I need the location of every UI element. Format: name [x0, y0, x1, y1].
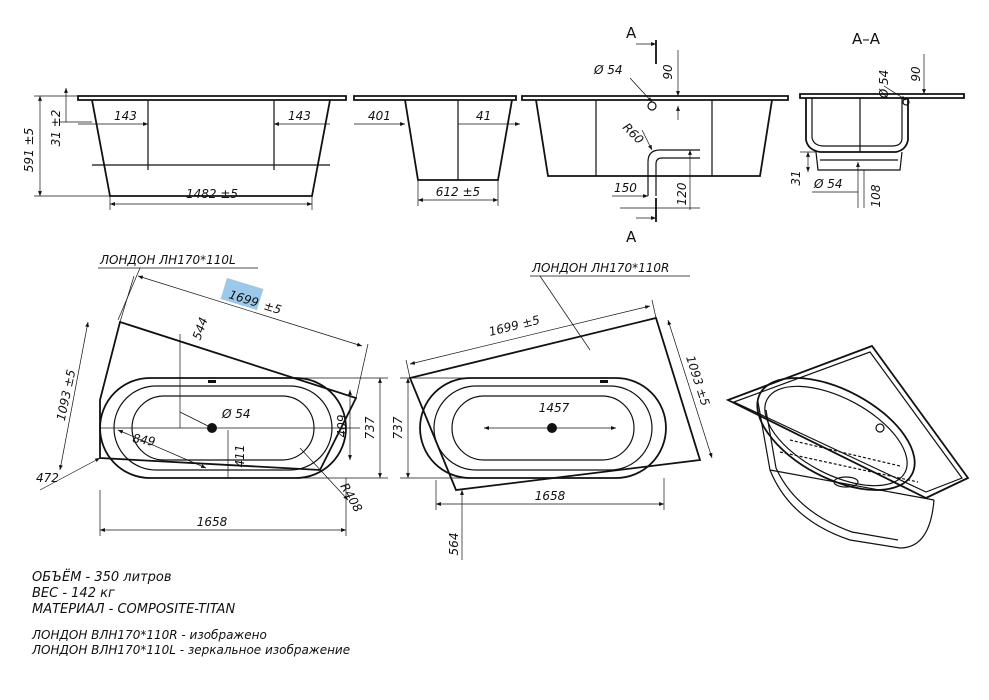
back-view: A A Ø 54 90 R60 150 120 [521, 24, 789, 246]
front-view: 591 ±5 31 ±2 143 143 1482 ±5 [22, 88, 347, 210]
plan-left-model: ЛОНДОН ЛН170*110L [99, 253, 236, 267]
note-volume: ОБЪЁМ - 350 литров [32, 570, 172, 585]
highlight-box [220, 277, 264, 311]
isometric-view [725, 344, 970, 549]
front-right-offset: 143 [288, 109, 311, 123]
plan-right: ЛОНДОН ЛН170*110R 1699 ±5 1093 ±5 1457 7… [391, 261, 713, 560]
plan-left-diag-tol: ±5 [262, 298, 283, 317]
section-foot: 31 [789, 170, 803, 185]
section-aa-view: A–A Ø 54 90 31 Ø 54 108 [789, 30, 965, 208]
plan-left-inner-width: 409 [335, 415, 349, 438]
plan-right-diag-length: 1699 ±5 [487, 313, 541, 339]
front-rim-height: 31 ±2 [49, 110, 63, 147]
notes-block: ОБЪЁМ - 350 литров ВЕС - 142 кг МАТЕРИАЛ… [32, 570, 452, 658]
plan-right-model: ЛОНДОН ЛН170*110R [531, 261, 669, 275]
note-model-right: ЛОНДОН ВЛН170*110R - изображено [32, 628, 267, 642]
note-weight: ВЕС - 142 кг [32, 586, 115, 601]
back-overflow-height: 120 [675, 182, 689, 205]
plan-left-inner-dim: 544 [190, 315, 211, 341]
section-mark-bottom: A [626, 228, 637, 246]
plan-left-corner: 472 [36, 471, 59, 485]
side-view: 401 41 612 ±5 [353, 95, 520, 206]
plan-left-width: 1093 ±5 [54, 368, 79, 422]
side-right-offset: 41 [476, 109, 491, 123]
plan-left: ЛОНДОН ЛН170*110L 1699 ±5 1093 ±5 544 Ø … [36, 253, 388, 536]
side-left-offset: 401 [368, 109, 391, 123]
note-model-left: ЛОНДОН ВЛН170*110L - зеркальное изображе… [32, 643, 351, 657]
note-material: МАТЕРИАЛ - COMPOSITE-TITAN [32, 602, 236, 617]
front-bottom-length: 1482 ±5 [186, 187, 238, 201]
back-radius: R60 [620, 120, 647, 147]
plan-left-drain: Ø 54 [221, 407, 251, 421]
plan-left-total-width: 737 [363, 416, 377, 439]
notes-gap [32, 618, 452, 628]
plan-left-radius: R408 [337, 481, 365, 515]
section-bottom-height: 108 [869, 184, 883, 207]
side-bottom-width: 612 ±5 [436, 185, 480, 199]
section-mark-top: A [626, 24, 637, 42]
plan-left-drain-x: 849 [131, 431, 156, 449]
section-top-diameter: Ø 54 [877, 70, 891, 100]
front-total-height: 591 ±5 [22, 128, 36, 172]
plan-right-length: 1658 [535, 489, 566, 503]
section-bottom-diameter: Ø 54 [813, 177, 843, 191]
plan-left-bottom-small: 411 [233, 445, 247, 468]
plan-right-offset: 564 [447, 533, 461, 556]
plan-right-inner-length: 1457 [539, 401, 570, 415]
back-overflow-offset: 150 [614, 181, 637, 195]
section-top-depth: 90 [909, 66, 923, 82]
plan-left-length: 1658 [197, 515, 228, 529]
back-drain-depth: 90 [661, 64, 675, 80]
plan-right-total-width: 737 [391, 416, 405, 439]
front-left-offset: 143 [114, 109, 137, 123]
section-aa-title: A–A [852, 30, 881, 48]
back-drain-diameter: Ø 54 [593, 63, 623, 77]
